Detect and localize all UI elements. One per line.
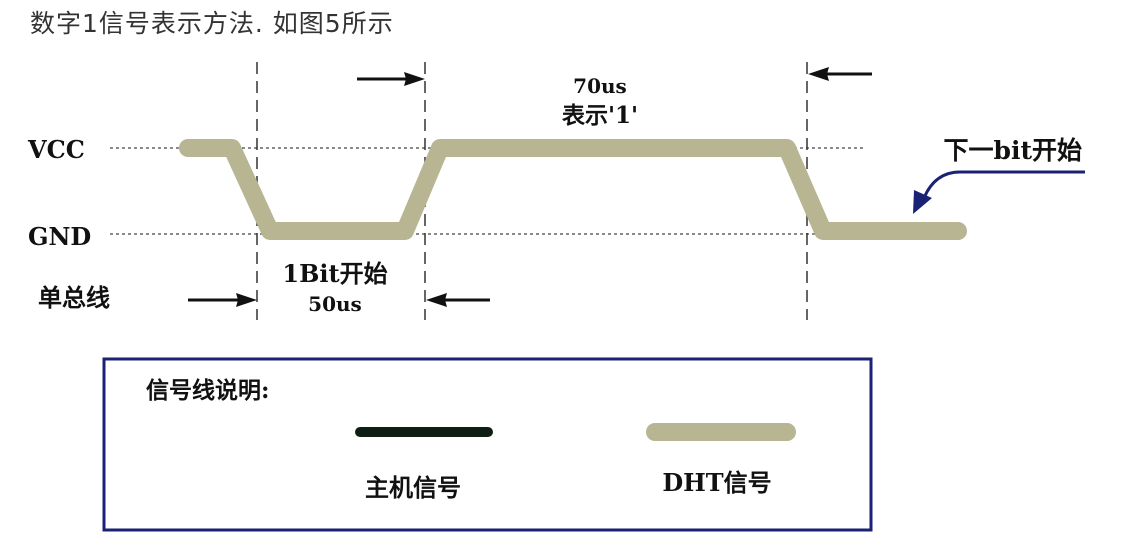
gnd-label: GND bbox=[28, 222, 91, 251]
arrow-bottom-left bbox=[188, 293, 257, 307]
legend-box bbox=[102, 357, 873, 532]
arrow-top-left bbox=[357, 72, 425, 86]
arrow-bottom-right bbox=[426, 293, 490, 307]
vcc-label: VCC bbox=[27, 135, 85, 164]
dht-signal-label: DHT信号 bbox=[662, 468, 771, 497]
bus-label: 单总线 bbox=[38, 283, 110, 312]
next-bit-label: 下一bit开始 bbox=[943, 136, 1082, 165]
meaning-1-label: 表示'1' bbox=[562, 102, 638, 129]
page-title: 数字1信号表示方法. 如图5所示 bbox=[30, 9, 394, 38]
duration-50us-label: 50us bbox=[308, 292, 362, 316]
host-signal-label: 主机信号 bbox=[365, 473, 461, 502]
duration-70us-label: 70us bbox=[573, 74, 627, 98]
legend-heading: 信号线说明: bbox=[146, 377, 270, 404]
bit-start-label: 1Bit开始 bbox=[282, 259, 387, 288]
next-bit-pointer-arrow bbox=[913, 170, 1085, 214]
dht-signal-waveform bbox=[179, 139, 967, 240]
arrow-top-right bbox=[808, 67, 872, 81]
